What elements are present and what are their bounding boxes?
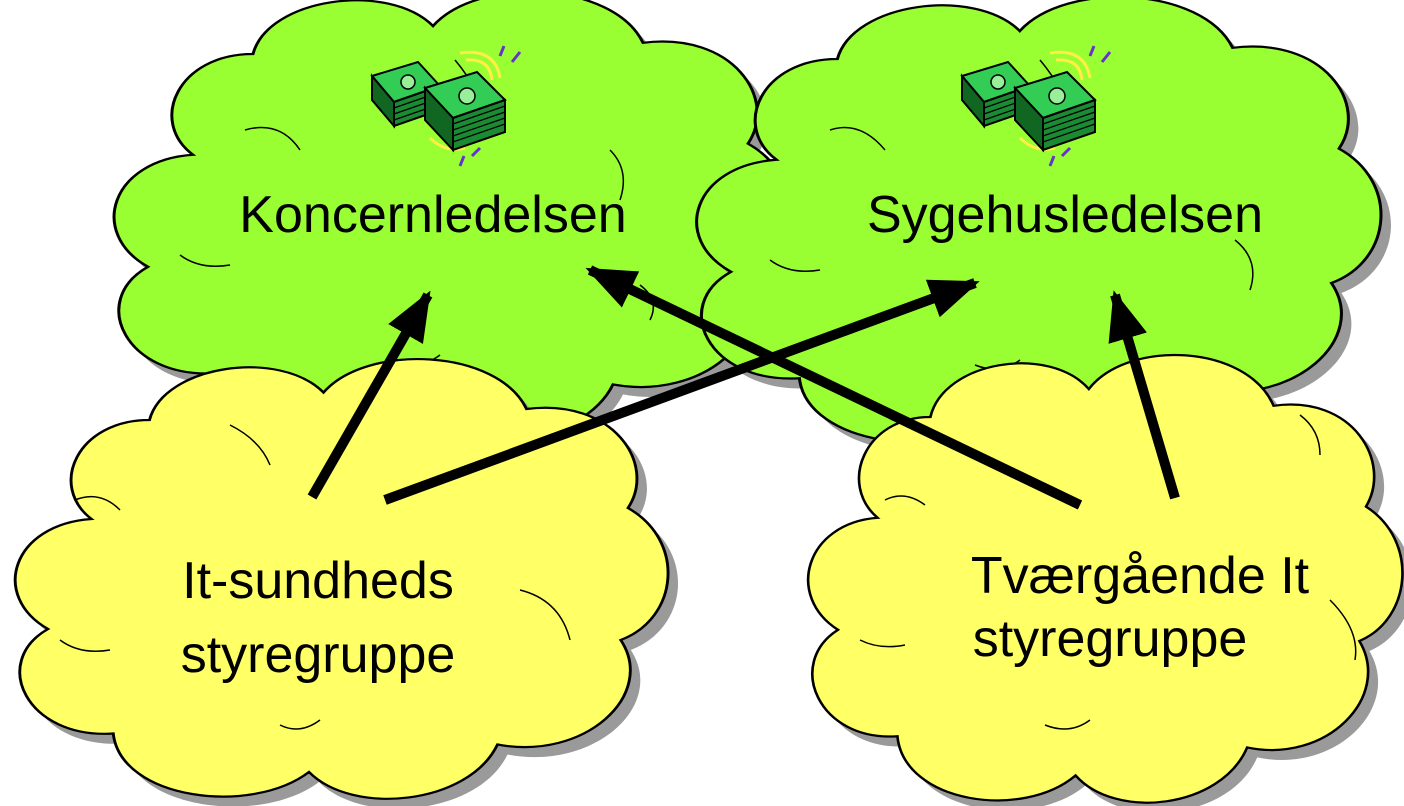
it-sundheds-line2: styregruppe: [181, 626, 456, 684]
arrow-it-sundheds-to-koncern: [307, 290, 433, 500]
koncern-cloud: Koncernledelsen: [112, 0, 800, 450]
tvaergaende-cloud: Tværgående It styregruppe: [806, 353, 1404, 806]
tvaergaende-cloud-curves: [859, 414, 1357, 730]
tvaergaende-line1: Tværgående It: [971, 547, 1310, 605]
sygehus-cloud: Sygehusledelsen: [695, 0, 1391, 455]
koncern-label: Koncernledelsen: [239, 186, 626, 244]
arrow-tvaergaende-to-koncern: [585, 265, 1083, 510]
tvaergaende-line2: styregruppe: [973, 610, 1248, 668]
it-sundheds-line1: It-sundheds: [182, 552, 454, 610]
arrows: [307, 265, 1180, 510]
arrow-tvaergaende-to-sygehus: [1108, 290, 1180, 500]
arrow-it-sundheds-to-sygehus: [383, 278, 980, 505]
it-sundheds-cloud-curves: [59, 424, 571, 730]
sygehus-label: Sygehusledelsen: [867, 186, 1263, 244]
it-sundheds-cloud: It-sundheds styregruppe: [13, 357, 679, 806]
